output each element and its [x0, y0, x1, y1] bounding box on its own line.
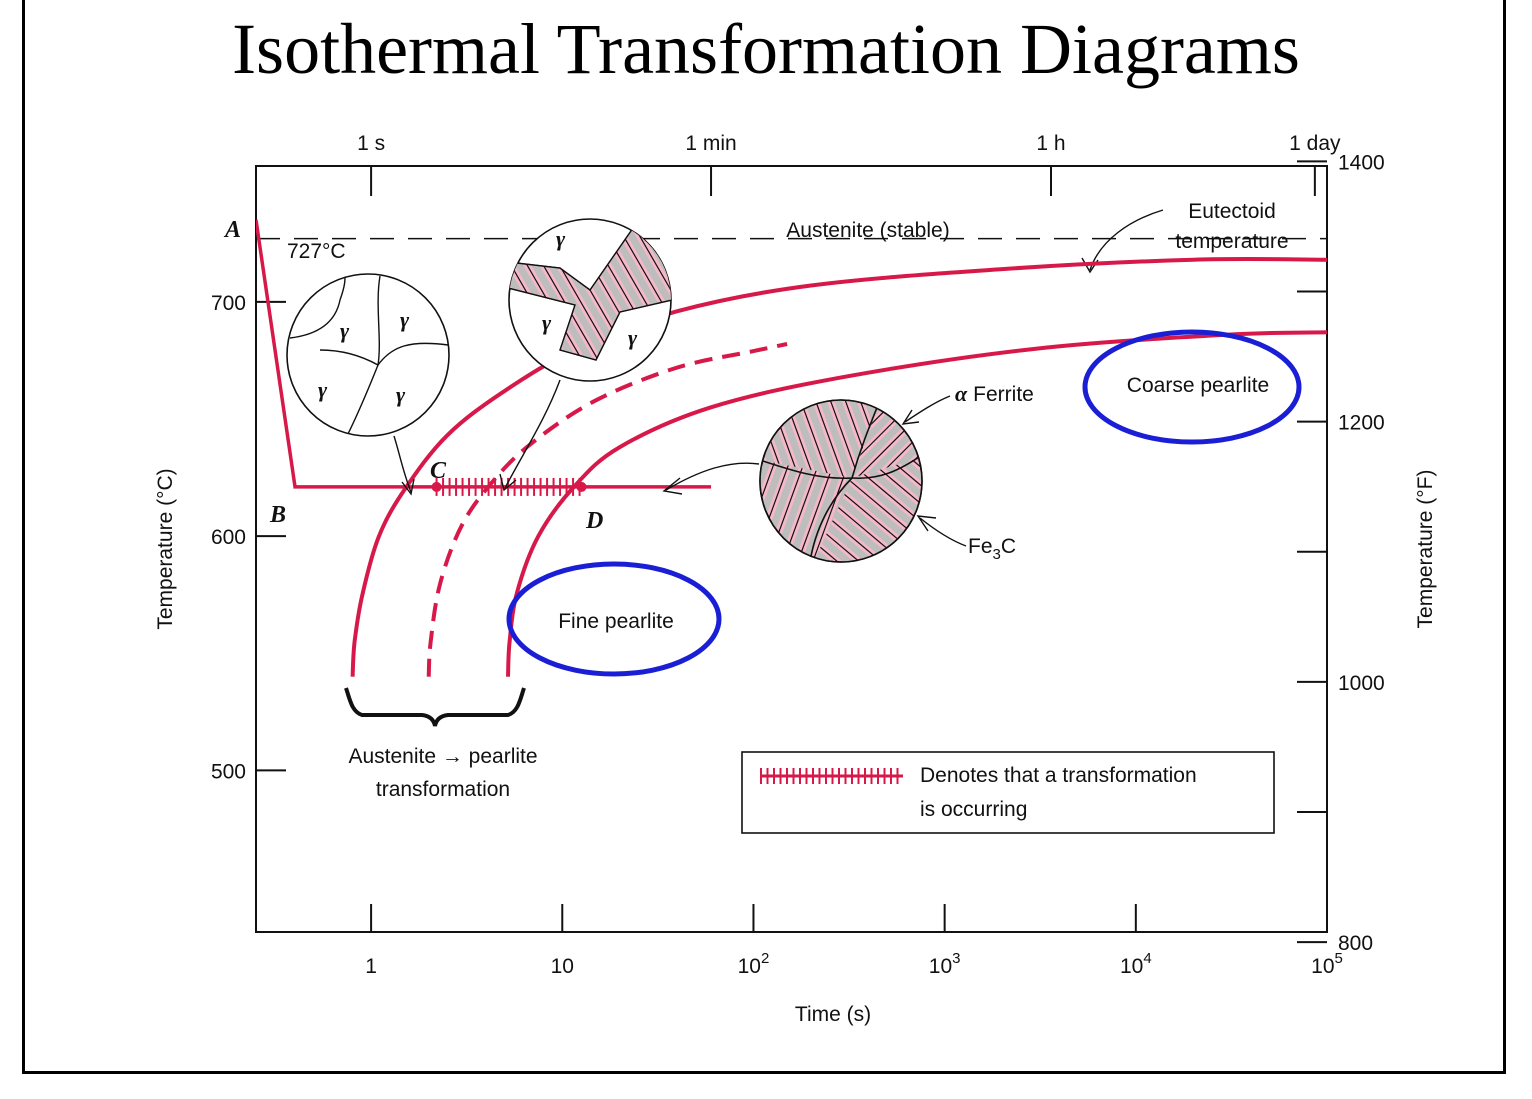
austenite-stable-label: Austenite (stable) — [786, 219, 949, 242]
svg-text:γ: γ — [340, 318, 350, 343]
legend-hatch-swatch — [760, 768, 903, 784]
plot-frame — [255, 165, 1328, 933]
y-tick-label-0: 500 — [211, 760, 246, 783]
y-axis-label-right: Temperature (°F) — [1414, 470, 1437, 629]
point-c-label: C — [430, 458, 447, 484]
top-tick-label-2: 1 h — [1036, 132, 1065, 155]
svg-text:γ: γ — [318, 377, 328, 402]
legend: Denotes that a transformation is occurri… — [741, 751, 1275, 834]
transformation-label-1: Austenite → pearlite — [348, 745, 537, 768]
eutectoid-annotation-2: temperature — [1175, 230, 1288, 253]
pearlite-circle-arrow-head — [499, 473, 517, 492]
slide-title: Isothermal Transformation Diagrams — [232, 9, 1300, 89]
coarse-pearlite-highlight — [1082, 329, 1302, 445]
fine-pearlite-label: Fine pearlite — [558, 610, 674, 633]
y-axis-left: 500 600 700 — [211, 292, 286, 783]
series-fifty-percent-curve — [426, 342, 788, 677]
svg-text:γ: γ — [556, 226, 566, 251]
svg-text:γ: γ — [628, 325, 638, 350]
point-c-marker — [431, 481, 442, 492]
y-right-tick-label-6: 1400 — [1338, 151, 1385, 174]
transformation-brace — [344, 687, 526, 727]
pearlite-circle-arrow-left-head — [662, 477, 683, 495]
fine-pearlite-highlight — [506, 561, 722, 677]
fe3c-label: Fe3C — [968, 535, 1016, 563]
x-axis-bottom: 1 10 102 103 104 105 — [365, 904, 1343, 978]
svg-text:γ: γ — [400, 307, 410, 332]
pearlite-circle-arrow-left — [665, 462, 760, 491]
legend-text-1: Denotes that a transformation — [920, 764, 1197, 787]
y-right-tick-label-0: 800 — [1338, 932, 1373, 955]
coarse-pearlite-label: Coarse pearlite — [1127, 374, 1269, 397]
eutectoid-temp-label: 727°C — [287, 240, 346, 263]
pearlite-circle-arrow — [504, 379, 561, 489]
ferrite-arrow-head — [901, 409, 920, 425]
austenite-circle-arrow-head — [401, 478, 415, 496]
fe3c-arrow-head — [916, 515, 937, 532]
x-tick-label-0: 1 — [365, 955, 377, 978]
pearlite-grains-circle — [759, 399, 923, 563]
eutectoid-annotation-1: Eutectoid — [1188, 200, 1276, 223]
top-tick-label-1: 1 min — [685, 132, 736, 155]
point-d-marker — [576, 481, 587, 492]
x-tick-label-4: 104 — [1120, 950, 1152, 978]
point-d-label: D — [585, 508, 603, 534]
austenite-circle-arrow — [393, 435, 412, 493]
y-axis-right: 800 1000 1200 1400 — [1297, 151, 1385, 955]
series-finish-curve — [506, 330, 1327, 677]
y-right-tick-label-2: 1000 — [1338, 672, 1385, 695]
svg-text:γ: γ — [396, 382, 406, 407]
x-tick-label-5: 105 — [1311, 950, 1343, 978]
top-tick-label-3: 1 day — [1289, 132, 1341, 155]
fe3c-arrow — [919, 517, 967, 547]
point-b-label: B — [269, 502, 286, 528]
slide-frame — [22, 0, 1506, 1074]
x-axis-top: 1 s 1 min 1 h 1 day — [357, 132, 1341, 196]
y-axis-label-left: Temperature (°C) — [154, 468, 177, 629]
y-tick-label-1: 600 — [211, 526, 246, 549]
ferrite-arrow — [904, 395, 951, 423]
x-tick-label-3: 103 — [929, 950, 961, 978]
y-right-tick-label-4: 1200 — [1338, 412, 1385, 435]
x-tick-label-2: 102 — [738, 950, 770, 978]
transformation-label-2: transformation — [376, 778, 510, 801]
x-tick-label-1: 10 — [551, 955, 574, 978]
austenite-grains-circle: γ γ γ γ — [286, 273, 450, 437]
x-axis-label: Time (s) — [795, 1003, 871, 1026]
pearlite-nucleation-circle: γ γ γ — [508, 218, 672, 382]
eutectoid-arrow — [1089, 209, 1164, 271]
y-tick-label-2: 700 — [211, 292, 246, 315]
svg-text:γ: γ — [542, 310, 552, 335]
legend-text-2: is occurring — [920, 798, 1027, 821]
top-tick-label-0: 1 s — [357, 132, 385, 155]
point-a-label: A — [223, 217, 241, 243]
